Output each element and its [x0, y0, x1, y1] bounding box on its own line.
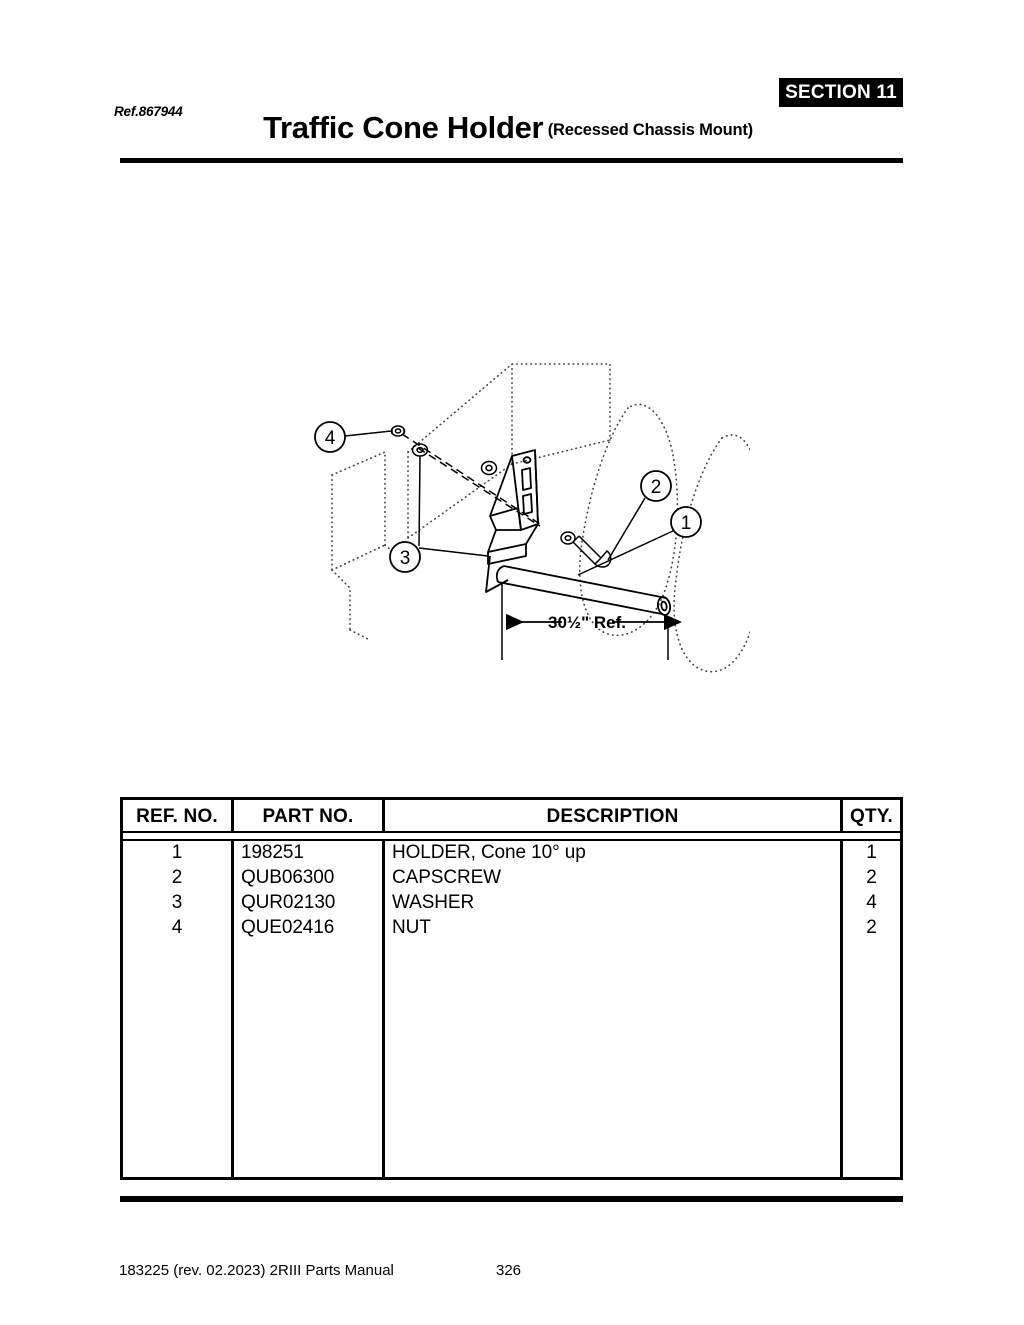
- footer-document-info: 183225 (rev. 02.2023) 2RIII Parts Manual: [119, 1262, 394, 1279]
- cell-description: WASHER: [392, 892, 475, 913]
- cell-part-no: QUR02130: [241, 892, 336, 913]
- cell-part-no: QUE02416: [241, 917, 335, 938]
- assembly-diagram: 30½" Ref. 4 3 2 1: [290, 330, 750, 690]
- column-divider-1: [231, 800, 234, 1177]
- callout-2: 2: [651, 477, 662, 498]
- table-row: 3 QUR02130 WASHER 4: [123, 890, 900, 915]
- cell-description: CAPSCREW: [392, 867, 501, 888]
- callout-1: 1: [681, 513, 692, 534]
- section-badge: SECTION 11: [779, 78, 903, 107]
- column-header-description: DESCRIPTION: [546, 806, 679, 827]
- table-row: 2 QUB06300 CAPSCREW 2: [123, 865, 900, 890]
- table-gridlines: [123, 800, 900, 1177]
- dimension-label: 30½" Ref.: [548, 613, 626, 632]
- cell-description: NUT: [392, 917, 431, 938]
- cell-part-no: 198251: [241, 842, 304, 863]
- cell-part-no: QUB06300: [241, 867, 335, 888]
- column-header-qty: QTY.: [849, 806, 894, 827]
- footer-page-number: 326: [496, 1262, 522, 1279]
- footer-rule: [120, 1196, 903, 1202]
- reference-code: Ref.867944: [114, 104, 183, 119]
- cell-ref-no: 4: [171, 917, 183, 938]
- cell-qty: 4: [866, 892, 877, 913]
- column-divider-2: [382, 800, 385, 1177]
- cell-qty: 2: [866, 917, 877, 938]
- cell-ref-no: 2: [171, 867, 183, 888]
- header-separator: [123, 831, 900, 841]
- callout-3: 3: [400, 548, 411, 569]
- column-divider-3: [840, 800, 843, 1177]
- page-title: Traffic Cone Holder (Recessed Chassis Mo…: [0, 110, 1024, 146]
- table-body: 1 198251 HOLDER, Cone 10° up 1 2 QUB0630…: [123, 840, 900, 940]
- callout-4: 4: [325, 428, 336, 449]
- cell-qty: 1: [866, 842, 877, 863]
- column-header-part-no: PART NO.: [262, 806, 354, 827]
- cell-ref-no: 1: [171, 842, 183, 863]
- header-rule: [120, 158, 903, 163]
- page-title-main: Traffic Cone Holder: [263, 110, 544, 145]
- cell-qty: 2: [866, 867, 877, 888]
- column-header-ref-no: REF. NO.: [136, 806, 218, 827]
- page-title-subtitle: (Recessed Chassis Mount): [547, 121, 753, 139]
- table-row: 4 QUE02416 NUT 2: [123, 915, 900, 940]
- cell-ref-no: 3: [171, 892, 183, 913]
- table-row: 1 198251 HOLDER, Cone 10° up 1: [123, 840, 900, 865]
- cell-description: HOLDER, Cone 10° up: [392, 842, 586, 863]
- parts-table: REF. NO. PART NO. DESCRIPTION QTY. 1 198…: [120, 797, 903, 1180]
